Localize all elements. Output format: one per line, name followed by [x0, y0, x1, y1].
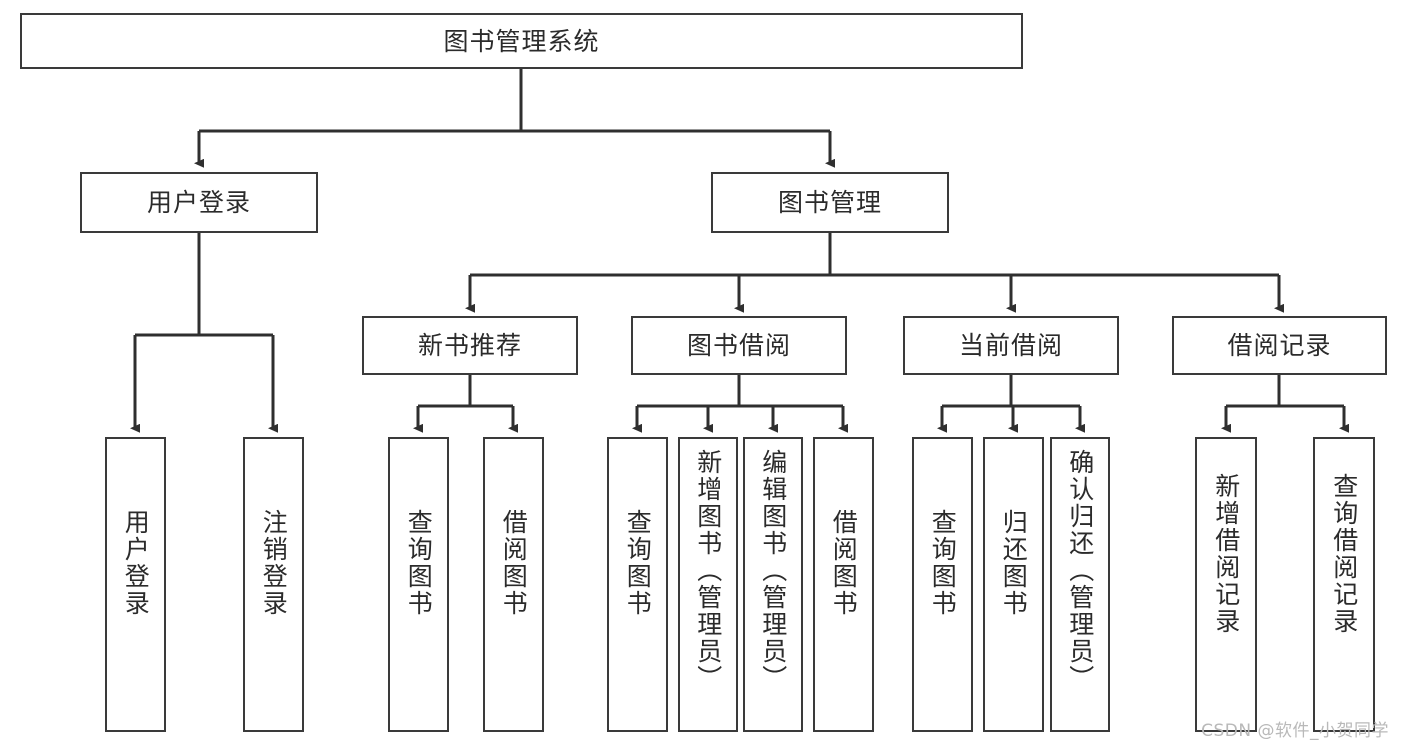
node-user-login-label: 用户登录	[146, 188, 251, 217]
node-new-book-recommend-label: 新书推荐	[417, 331, 522, 360]
node-leaf-query-book-3-label: 查询图书	[928, 509, 958, 617]
node-leaf-return-book-label: 归还图书	[999, 509, 1029, 617]
node-book-borrow[interactable]: 图书借阅	[631, 316, 847, 375]
node-leaf-query-book-1-label: 查询图书	[404, 509, 434, 617]
node-leaf-query-record[interactable]: 查询借阅记录	[1313, 437, 1375, 732]
csdn-watermark: CSDN @软件_小贺同学	[1201, 721, 1389, 741]
node-leaf-query-book-2[interactable]: 查询图书	[607, 437, 668, 732]
node-current-borrow[interactable]: 当前借阅	[903, 316, 1119, 375]
node-leaf-return-book[interactable]: 归还图书	[983, 437, 1044, 732]
node-leaf-edit-book[interactable]: 编辑图书（管理员）	[743, 437, 803, 732]
node-book-management-label: 图书管理	[777, 188, 882, 217]
node-leaf-query-book-2-label: 查询图书	[623, 509, 653, 617]
node-root-label: 图书管理系统	[443, 26, 600, 56]
node-leaf-borrow-book-2-label: 借阅图书	[829, 509, 859, 617]
node-leaf-add-book-label: 新增图书（管理员）	[693, 449, 723, 692]
node-leaf-query-book-1[interactable]: 查询图书	[388, 437, 449, 732]
node-leaf-add-book[interactable]: 新增图书（管理员）	[678, 437, 738, 732]
node-leaf-confirm-return-label: 确认归还（管理员）	[1065, 449, 1095, 692]
node-leaf-query-book-3[interactable]: 查询图书	[912, 437, 973, 732]
node-root[interactable]: 图书管理系统	[20, 13, 1023, 69]
node-borrow-record[interactable]: 借阅记录	[1172, 316, 1387, 375]
node-leaf-add-record-label: 新增借阅记录	[1211, 473, 1241, 635]
node-user-login[interactable]: 用户登录	[80, 172, 318, 233]
node-leaf-edit-book-label: 编辑图书（管理员）	[758, 449, 788, 692]
node-leaf-user-login-label: 用户登录	[121, 509, 151, 617]
node-leaf-confirm-return[interactable]: 确认归还（管理员）	[1050, 437, 1110, 732]
node-borrow-record-label: 借阅记录	[1227, 331, 1332, 360]
node-new-book-recommend[interactable]: 新书推荐	[362, 316, 578, 375]
node-leaf-logout-login[interactable]: 注销登录	[243, 437, 304, 732]
node-leaf-borrow-book-1[interactable]: 借阅图书	[483, 437, 544, 732]
node-leaf-query-record-label: 查询借阅记录	[1329, 473, 1359, 635]
node-leaf-borrow-book-1-label: 借阅图书	[499, 509, 529, 617]
node-leaf-logout-login-label: 注销登录	[259, 509, 289, 617]
node-leaf-user-login[interactable]: 用户登录	[105, 437, 166, 732]
node-leaf-add-record[interactable]: 新增借阅记录	[1195, 437, 1257, 732]
node-leaf-borrow-book-2[interactable]: 借阅图书	[813, 437, 874, 732]
node-book-management[interactable]: 图书管理	[711, 172, 949, 233]
node-book-borrow-label: 图书借阅	[686, 331, 791, 360]
node-current-borrow-label: 当前借阅	[958, 331, 1063, 360]
